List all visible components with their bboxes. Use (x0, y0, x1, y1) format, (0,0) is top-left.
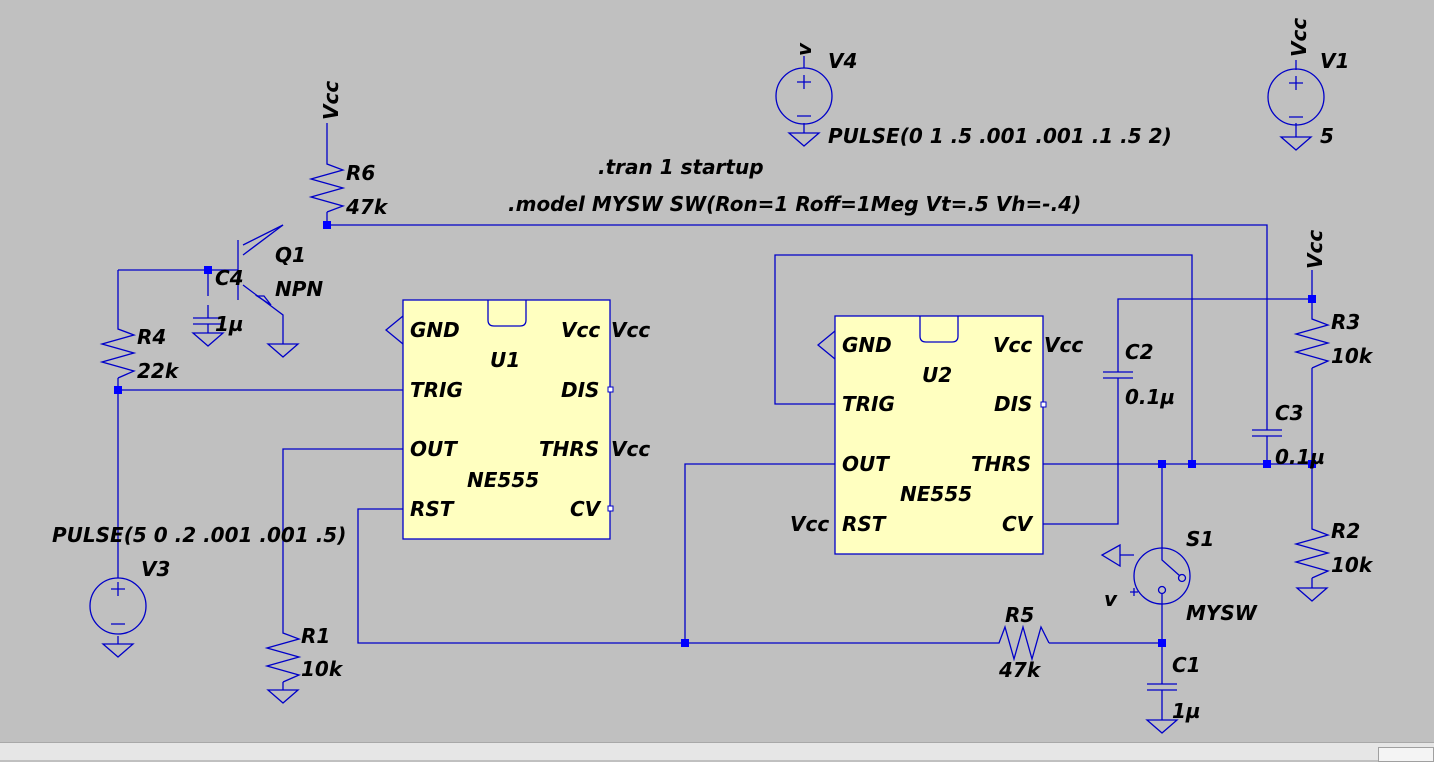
r5-value: 47k (998, 658, 1042, 682)
u2-name: U2 (922, 363, 952, 387)
u2-rst-net: Vcc (790, 512, 829, 536)
s1-name: S1 (1186, 527, 1214, 551)
u1-pin-vcc: Vcc (561, 318, 600, 342)
u1-thrs-net: Vcc (611, 437, 650, 461)
u1-name: U1 (490, 348, 520, 372)
s1-switch[interactable] (1100, 543, 1191, 605)
u2-pin-trig: TRIG (842, 392, 895, 416)
q1-name: Q1 (275, 243, 306, 267)
u2-vcc-net: Vcc (1044, 333, 1083, 357)
c1-capacitor[interactable] (1147, 683, 1177, 691)
v3-name: V3 (141, 557, 170, 581)
wires[interactable] (117, 123, 1313, 720)
junctions (114, 221, 1316, 647)
u1-pin-thrs: THRS (539, 437, 599, 461)
r2-resistor[interactable] (1293, 520, 1331, 579)
u2-pin-thrs: THRS (971, 452, 1031, 476)
v4-name: V4 (828, 49, 857, 73)
u1-pin-trig: TRIG (410, 378, 463, 402)
c4-capacitor[interactable] (193, 317, 223, 325)
r6-resistor[interactable] (308, 155, 346, 213)
u1-pin-out: OUT (410, 437, 458, 461)
v3-source[interactable] (89, 577, 147, 635)
u1-vcc-net: Vcc (611, 318, 650, 342)
status-bar-corner (1378, 747, 1434, 762)
u1-pin-cv: CV (570, 497, 602, 521)
q1-value: NPN (275, 277, 323, 301)
s1-value: MYSW (1186, 601, 1258, 625)
r1-value: 10k (301, 657, 344, 681)
u1-pin-gnd: GND (410, 318, 460, 342)
vcc-flag-r3: Vcc (1303, 230, 1327, 269)
v-node-label: v (792, 42, 816, 56)
u2-pin-cv: CV (1002, 512, 1034, 536)
v1-source[interactable] (1267, 60, 1325, 126)
r5-name: R5 (1005, 603, 1034, 627)
tran-directive: .tran 1 startup (598, 155, 764, 179)
c2-capacitor[interactable] (1103, 371, 1133, 379)
u2-ne555-ic[interactable] (816, 315, 1047, 555)
r3-value: 10k (1331, 344, 1374, 368)
c1-name: C1 (1172, 653, 1201, 677)
r4-value: 22k (137, 359, 180, 383)
model-directive: .model MYSW SW(Ron=1 Roff=1Meg Vt=.5 Vh=… (508, 192, 1081, 216)
v4-source[interactable] (775, 56, 833, 125)
u2-pin-gnd: GND (842, 333, 892, 357)
vcc-flag-r6: Vcc (319, 81, 343, 120)
r5-resistor[interactable] (990, 624, 1050, 662)
v1-name: V1 (1320, 49, 1349, 73)
v-control-label: v (1104, 587, 1118, 611)
u2-value: NE555 (900, 482, 972, 506)
c2-value: 0.1µ (1125, 385, 1175, 409)
status-bar (0, 742, 1434, 762)
q1-npn-transistor[interactable] (237, 224, 284, 344)
r3-name: R3 (1331, 310, 1360, 334)
c4-value: 1µ (215, 312, 244, 336)
c3-name: C3 (1275, 401, 1304, 425)
c3-value: 0.1µ (1275, 445, 1325, 469)
v3-value: PULSE(5 0 .2 .001 .001 .5) (52, 523, 346, 547)
schematic-canvas[interactable]: .tran 1 startup .model MYSW SW(Ron=1 Rof… (0, 0, 1434, 742)
r4-resistor[interactable] (99, 320, 137, 379)
c1-value: 1µ (1172, 699, 1201, 723)
r2-value: 10k (1331, 553, 1374, 577)
u1-ne555-ic[interactable] (384, 299, 614, 540)
r4-name: R4 (137, 325, 166, 349)
r1-resistor[interactable] (264, 624, 302, 683)
u1-value: NE555 (467, 468, 539, 492)
u1-pin-rst: RST (410, 497, 455, 521)
r6-value: 47k (345, 195, 389, 219)
r1-name: R1 (301, 624, 330, 648)
u2-pin-vcc: Vcc (993, 333, 1032, 357)
v1-value: 5 (1320, 124, 1334, 148)
u2-pin-rst: RST (842, 512, 887, 536)
ground-icons (101, 132, 1329, 734)
c3-capacitor[interactable] (1252, 429, 1282, 437)
c4-name: C4 (215, 266, 244, 290)
r6-name: R6 (346, 161, 375, 185)
vcc-flag-v1: Vcc (1287, 18, 1311, 57)
labels: .tran 1 startup .model MYSW SW(Ron=1 Rof… (52, 18, 1374, 723)
u2-pin-dis: DIS (994, 392, 1032, 416)
u2-pin-out: OUT (842, 452, 890, 476)
v4-value: PULSE(0 1 .5 .001 .001 .1 .5 2) (828, 124, 1172, 148)
r3-resistor[interactable] (1293, 310, 1331, 369)
c2-name: C2 (1125, 340, 1154, 364)
r2-name: R2 (1331, 519, 1360, 543)
u1-pin-dis: DIS (561, 378, 599, 402)
